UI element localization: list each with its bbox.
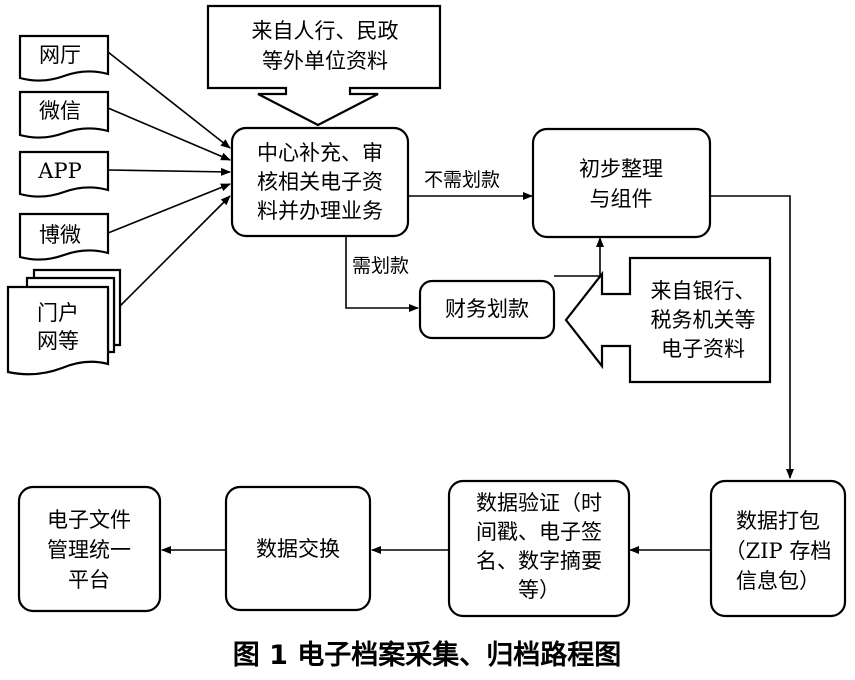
figure-caption: 图 1 电子档案采集、归档路程图: [233, 639, 622, 671]
source-portal-label-1: 门户: [37, 301, 79, 325]
external-top-line-1: 来自人行、民政: [252, 19, 399, 43]
organize-line-2: 与组件: [590, 187, 653, 211]
center-line-3: 料并办理业务: [257, 199, 383, 223]
platform-box: 电子文件 管理统一 平台: [17, 485, 162, 613]
arrow-need-transfer: [345, 236, 419, 312]
center-line-1: 中心补充、审: [257, 141, 383, 165]
external-right-line-2: 税务机关等: [651, 308, 756, 332]
source-wangting: 网厅: [18, 34, 110, 82]
external-right-block-arrow: 来自银行、 税务机关等 电子资料: [564, 256, 772, 384]
external-right-line-3: 电子资料: [661, 337, 745, 361]
platform-line-1: 电子文件: [47, 508, 131, 532]
verification-line-1: 数据验证（时: [476, 491, 602, 515]
center-box: 中心补充、审 核相关电子资 料并办理业务: [230, 126, 410, 238]
source-weixin: 微信: [18, 90, 110, 139]
source-app: APP: [18, 150, 110, 198]
source-portal-stack: 门户 网等: [6, 268, 122, 376]
verification-line-2: 间戳、电子签: [476, 520, 602, 544]
packaging-line-1: 数据打包: [736, 509, 820, 533]
external-top-block-arrow: 来自人行、民政 等外单位资料: [206, 4, 442, 127]
center-line-2: 核相关电子资: [257, 170, 383, 194]
source-arrows: [107, 51, 231, 307]
label-need-transfer: 需划款: [352, 255, 409, 277]
platform-line-3: 平台: [68, 568, 110, 592]
platform-line-2: 管理统一: [47, 538, 131, 562]
source-bowei-label: 博微: [39, 223, 81, 247]
packaging-line-3: 信息包）: [736, 569, 820, 593]
verification-line-4: 等）: [518, 578, 560, 602]
finance-transfer-label: 财务划款: [445, 297, 529, 321]
organize-line-1: 初步整理: [579, 157, 663, 181]
arrow-finance-to-organize: [554, 237, 604, 277]
verification-line-3: 名、数字摘要: [476, 549, 602, 573]
source-wangting-label: 网厅: [39, 43, 81, 67]
external-top-line-2: 等外单位资料: [262, 49, 388, 73]
finance-transfer-box: 财务划款: [418, 279, 556, 340]
organize-box: 初步整理 与组件: [531, 127, 712, 239]
verification-box: 数据验证（时 间戳、电子签 名、数字摘要 等）: [447, 479, 631, 618]
packaging-line-2: （ZIP 存档: [725, 539, 832, 563]
source-app-label: APP: [37, 159, 81, 183]
source-portal-label-2: 网等: [37, 329, 79, 353]
label-no-transfer: 不需划款: [424, 169, 500, 191]
arrow-organize-to-packaging: [710, 195, 794, 479]
exchange-label: 数据交换: [256, 537, 340, 561]
packaging-box: 数据打包 （ZIP 存档 信息包）: [709, 479, 847, 618]
source-weixin-label: 微信: [39, 99, 81, 123]
exchange-box: 数据交换: [224, 485, 372, 612]
external-right-line-1: 来自银行、: [651, 279, 756, 303]
source-bowei: 博微: [18, 212, 110, 261]
